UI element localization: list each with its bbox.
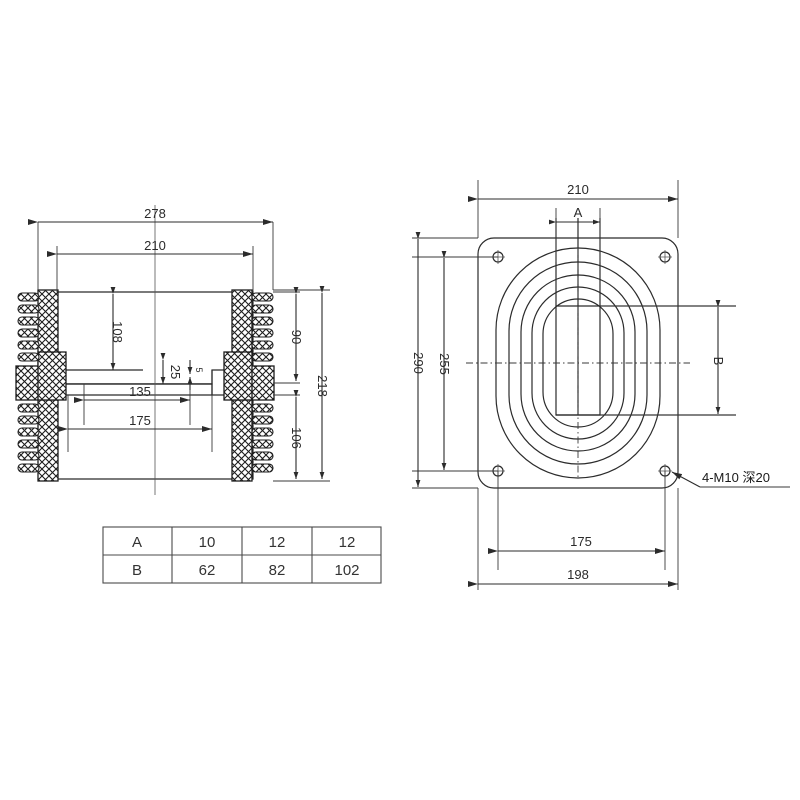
dim-278: 278 <box>28 206 273 225</box>
dim-175-plan: 175 <box>488 534 665 554</box>
dim-90: 90 <box>289 287 304 381</box>
dim-198: 198 <box>468 567 678 587</box>
dim-B-label: B <box>711 357 726 366</box>
dim-255: 255 <box>437 251 452 470</box>
variant-dimension-table: A 10 12 12 B 62 82 102 <box>102 526 382 584</box>
right-fins-upper <box>251 292 274 362</box>
left-section-view: 278 210 108 25 5 <box>15 205 330 495</box>
dim-5-label: 5 <box>194 367 204 372</box>
table-row: A 10 12 12 <box>132 534 355 551</box>
dim-90-label: 90 <box>289 330 304 344</box>
dim-210-plan: 210 <box>468 182 678 202</box>
dim-135-label: 135 <box>129 384 151 399</box>
table-row-label: A <box>132 534 142 551</box>
table-cell: 82 <box>269 562 286 579</box>
dim-290-label: 290 <box>411 352 426 374</box>
left-fins-upper <box>17 292 40 362</box>
dim-25: 25 <box>160 353 183 384</box>
dim-210-plan-label: 210 <box>567 182 589 197</box>
table-cell: 102 <box>334 562 359 579</box>
dim-5: 5 <box>187 360 204 390</box>
thread-note-leader: 4-M10 深20 <box>671 470 790 488</box>
right-insulator-column <box>223 289 275 482</box>
right-plan-view: 210 A B 290 255 <box>411 180 790 590</box>
table-cell: 62 <box>199 562 216 579</box>
dim-198-label: 198 <box>567 567 589 582</box>
dim-218-label: 218 <box>315 375 330 397</box>
left-insulator-column <box>15 289 67 482</box>
table-cell: 12 <box>339 534 356 551</box>
dim-278-label: 278 <box>144 206 166 221</box>
dim-B: B <box>711 300 726 414</box>
plan-extension-lines <box>412 180 736 590</box>
table-row-label: B <box>132 562 142 579</box>
dim-175-plan-label: 175 <box>570 534 592 549</box>
table-cell: 12 <box>269 534 286 551</box>
dim-135: 135 <box>74 384 190 403</box>
dim-175-left-label: 175 <box>129 413 151 428</box>
right-fins-lower <box>251 403 274 473</box>
dim-106: 106 <box>289 390 304 479</box>
dim-175-left: 175 <box>58 413 212 432</box>
dim-210-left-label: 210 <box>144 238 166 253</box>
dim-290: 290 <box>411 232 426 487</box>
dim-A: A <box>549 205 600 225</box>
table-cell: 10 <box>199 534 216 551</box>
thread-note-label: 4-M10 深20 <box>702 470 770 485</box>
table-row: B 62 82 102 <box>132 562 360 579</box>
dim-106-label: 106 <box>289 427 304 449</box>
left-fins-lower <box>17 403 40 473</box>
dim-25-label: 25 <box>168 365 183 379</box>
dim-108: 108 <box>110 287 125 370</box>
dim-108-label: 108 <box>110 321 125 343</box>
dim-218: 218 <box>315 286 330 479</box>
bolt-hole-top-right <box>658 250 672 264</box>
dim-255-label: 255 <box>437 353 452 375</box>
dim-210-left: 210 <box>47 238 253 257</box>
dim-A-label: A <box>574 205 583 220</box>
